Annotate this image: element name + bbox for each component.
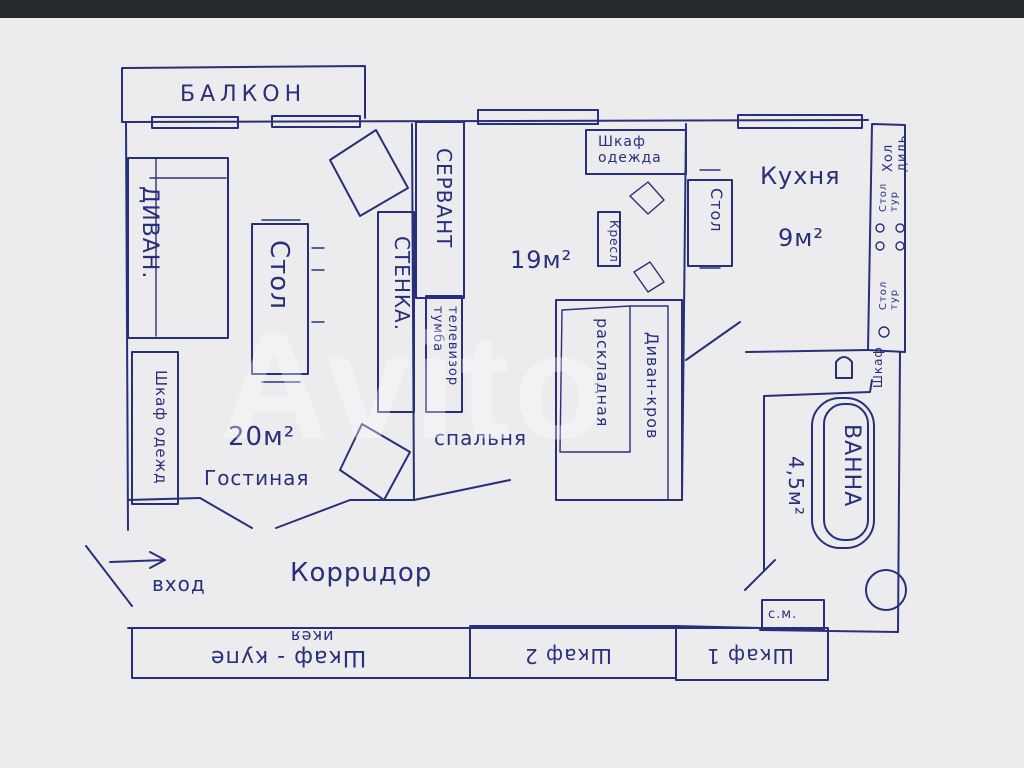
bedroom-table: [597, 211, 621, 267]
bath-wall-right: [897, 351, 901, 633]
wardrobe-2-label: Шкаф 2: [524, 644, 612, 668]
washing-machine-label: с.м.: [768, 607, 798, 622]
window-3: [477, 109, 599, 125]
window-1: [151, 116, 239, 129]
window-4: [737, 114, 863, 129]
folding-sofa-seat: [559, 305, 631, 453]
folding-sofa-box: [555, 299, 683, 501]
sofa-bed-label: Диван-кров: [643, 332, 662, 440]
bathtub-outer: [811, 397, 875, 549]
stove-burner-4: [895, 241, 905, 251]
kitchen-bottom-wall: [745, 349, 869, 353]
watermark: Avito: [220, 302, 610, 470]
wardrobe-living-box: [131, 351, 179, 505]
wardrobe-1-box: [675, 627, 829, 681]
sideboard-label: СЕРВАНТ: [432, 148, 456, 249]
sink: [865, 569, 907, 611]
living-room-label: Гостиная: [204, 466, 310, 490]
counter-1-label: Стол тур: [878, 182, 900, 212]
kitchen-chairs: [699, 169, 721, 269]
living-area-label: 20м²: [228, 422, 296, 452]
wall-unit-box: [377, 211, 415, 413]
tv-stand-box: [425, 295, 463, 413]
bedroom-door: [413, 479, 683, 501]
fridge-label: Хол диль: [881, 134, 910, 172]
chairs-living: [261, 219, 325, 383]
wardrobe-bedroom-label: Шкаф одежда: [598, 134, 662, 166]
bath-door: [744, 559, 776, 591]
washing-machine-box: [761, 599, 825, 631]
bedroom-label: спальня: [434, 426, 528, 450]
counter-2-label: Стол тур: [878, 280, 900, 310]
bedroom-area-label: 19м²: [510, 246, 573, 274]
sofa-label: ДИВАН.: [137, 186, 162, 280]
outer-wall-top: [121, 119, 869, 123]
sofa-bed-back: [629, 305, 669, 501]
balcony-label: БАЛКОН: [180, 82, 307, 107]
sink-kitchen: [878, 326, 890, 338]
kitchen-area-label: 9м²: [778, 224, 824, 252]
kitchen-label: Кухня: [760, 162, 841, 190]
kitchen-table-label: Стол: [707, 188, 726, 233]
sofa-box: [127, 157, 229, 339]
corridor-wall-top-left: [127, 497, 415, 501]
stove-burner-2: [895, 223, 905, 233]
armchair-living-top: [329, 129, 409, 217]
wardrobe-living-label: Шкаф одежд: [152, 370, 170, 485]
balcony-outline: [121, 65, 366, 123]
toilet: [835, 356, 853, 379]
bath-wall-top: [763, 379, 873, 397]
armchair-label: Кресл: [607, 220, 621, 263]
entrance-door: [85, 545, 133, 607]
armchair-living-bottom: [339, 423, 411, 501]
corridor-label: Коррuдор: [290, 558, 433, 588]
cabinet-bath-label: Шкаф: [871, 346, 885, 388]
bath-label: ВАННА: [839, 424, 864, 508]
ikea-label: икея: [290, 627, 334, 646]
window-2: [271, 115, 361, 128]
sideboard-box: [415, 121, 465, 299]
bathtub-inner: [823, 403, 869, 541]
bath-area-label: 4,5м²: [784, 456, 808, 516]
wardrobe-1-label: Шкаф 1: [706, 644, 794, 668]
wardrobe-bedroom-box: [585, 129, 687, 175]
entrance-label: вход: [152, 572, 206, 596]
stove-burner-1: [875, 223, 885, 233]
kitchen-door: [685, 321, 741, 361]
bedroom-chairs: [629, 181, 665, 293]
kitchen-table: [687, 179, 733, 267]
wardrobe-coupe-label: Шкаф - купе: [210, 645, 367, 670]
stove-burner-3: [875, 241, 885, 251]
living-door-2: [275, 499, 351, 529]
entrance-arrow: [109, 551, 166, 569]
outer-wall-right: [867, 123, 906, 353]
living-door: [199, 497, 253, 529]
living-table: [251, 223, 309, 375]
